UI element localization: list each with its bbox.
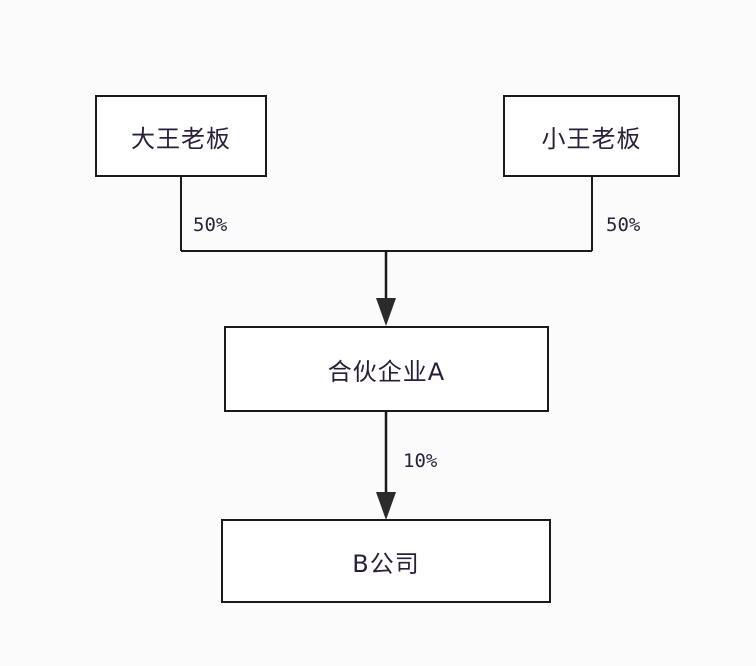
node-small-boss: 小王老板 [503, 95, 680, 177]
arrowhead-to-partnership [376, 298, 396, 326]
node-big-boss-label: 大王老板 [131, 124, 231, 153]
node-small-boss-label: 小王老板 [541, 124, 642, 153]
edge-label-big-boss-share: 50% [193, 214, 228, 236]
node-big-boss: 大王老板 [95, 95, 267, 177]
node-partnership-label: 合伙企业A [327, 357, 446, 386]
arrowhead-to-b [376, 492, 396, 520]
node-company-b: B公司 [221, 519, 551, 603]
node-partnership: 合伙企业A [224, 326, 549, 412]
edge-label-partnership-share: 10% [403, 450, 438, 472]
edge-label-small-boss-share: 50% [606, 214, 641, 236]
node-company-b-label: B公司 [352, 549, 420, 578]
